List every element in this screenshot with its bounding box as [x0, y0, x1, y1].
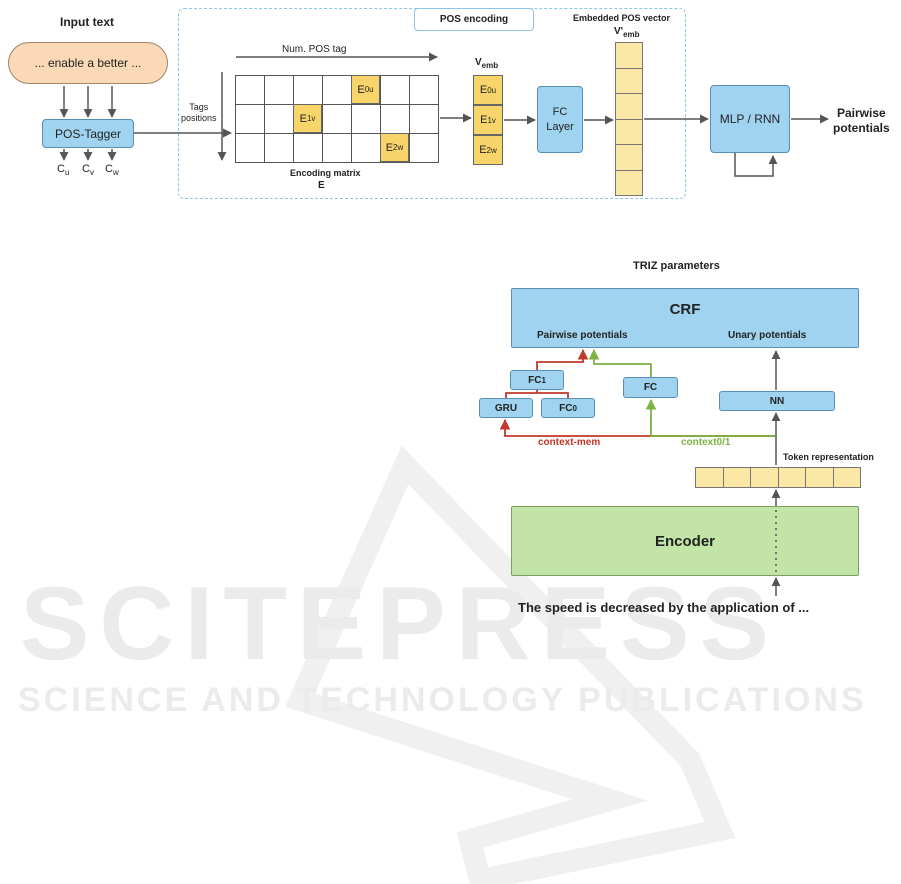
matrix-caption: Encoding matrix [290, 168, 361, 178]
pos-encoding-title: POS encoding [414, 8, 534, 31]
vemb-label: Vemb [475, 57, 499, 70]
nn-box: NN [719, 391, 835, 411]
tag-output-u: Cu [57, 163, 70, 177]
input-text-box: ... enable a better ... [8, 42, 168, 84]
gru-box: GRU [479, 398, 533, 418]
embedded-vector-cell [615, 169, 643, 196]
vprime-label: V'emb [614, 26, 640, 39]
input-sentence: The speed is decreased by the applicatio… [518, 600, 810, 615]
unary-potentials-label: Unary potentials [728, 330, 807, 341]
encoder-box: Encoder [511, 506, 859, 576]
context-mem-label: context-mem [538, 437, 601, 448]
embedded-pos-title: Embedded POS vector [573, 13, 671, 23]
matrix-cell [351, 133, 381, 163]
matrix-cell [264, 104, 294, 134]
mlp-rnn-box: MLP / RNN [710, 85, 790, 153]
matrix-cell [409, 104, 439, 134]
matrix-cell [293, 133, 323, 163]
matrix-cell [264, 133, 294, 163]
num-pos-tag-label: Num. POS tag [282, 44, 347, 55]
fc-box: FC [623, 377, 678, 398]
token-vector-cell [832, 467, 861, 488]
pairwise-potentials-label: Pairwise potentials [537, 330, 628, 341]
crf-box: CRF [511, 288, 859, 348]
embedded-vector-cell [615, 67, 643, 94]
pos-tagger-box: POS-Tagger [42, 119, 134, 148]
matrix-cell [235, 133, 265, 163]
top-diagram-arrows [59, 52, 829, 177]
context01-label: context0/1 [681, 437, 731, 448]
embedded-vector-cell [615, 118, 643, 145]
matrix-cell [235, 104, 265, 134]
matrix-cell [322, 133, 352, 163]
fc-layer-box: FC Layer [537, 86, 583, 153]
triz-title: TRIZ parameters [633, 260, 720, 272]
pairwise-output-label: Pairwise potentials [833, 106, 890, 135]
tags-positions-label: Tags positions [181, 102, 217, 124]
matrix-cell [351, 104, 381, 134]
token-representation-label: Token representation [783, 452, 874, 462]
matrix-symbol: E [318, 180, 325, 191]
tag-output-v: Cv [82, 163, 94, 177]
input-text-heading: Input text [60, 15, 114, 29]
embedded-vector-cell [615, 93, 643, 120]
tag-output-w: Cw [105, 163, 119, 177]
watermark-title: SCITEPRESS [20, 566, 779, 682]
matrix-cell [409, 133, 439, 163]
watermark-subtitle: SCIENCE AND TECHNOLOGY PUBLICATIONS [18, 681, 867, 719]
matrix-cell [235, 75, 265, 105]
matrix-cell [322, 104, 352, 134]
